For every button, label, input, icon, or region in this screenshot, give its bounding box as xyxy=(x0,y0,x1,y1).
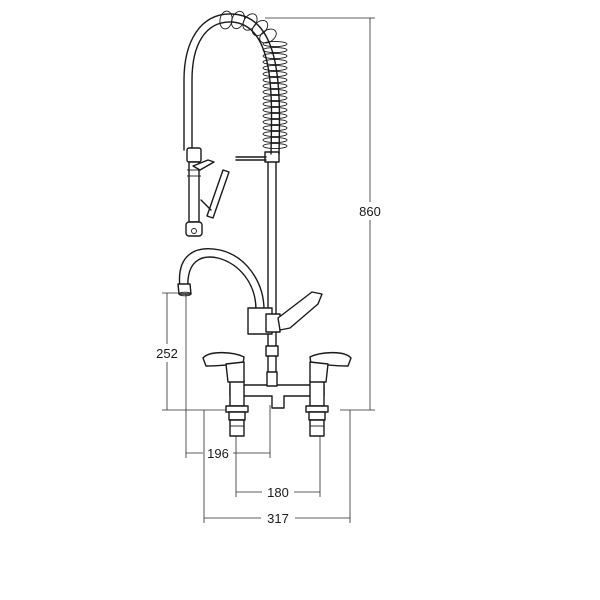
pre-rinse-lever xyxy=(277,291,323,331)
riser-column xyxy=(235,151,280,393)
dimension-label-252: 252 xyxy=(156,346,178,361)
spring-coil xyxy=(262,52,288,60)
spring-collar xyxy=(264,151,280,163)
spring-coil xyxy=(262,88,288,96)
dimension-label-860: 860 xyxy=(359,204,381,219)
spring-coil xyxy=(262,70,288,78)
hose-spring xyxy=(219,10,288,150)
spring-coil xyxy=(242,13,258,31)
spring-coil xyxy=(262,76,288,84)
right-lever-handle xyxy=(309,351,352,383)
spring-coil xyxy=(251,19,269,37)
spray-trigger-lever xyxy=(206,169,230,219)
left-inlet-tail xyxy=(225,405,249,437)
dimension-252: 252 xyxy=(150,292,228,411)
spring-coil xyxy=(262,46,288,54)
spring-coil xyxy=(262,130,288,138)
spring-coil xyxy=(262,118,288,126)
dimension-196: 196 xyxy=(185,293,271,462)
spring-coil xyxy=(219,10,233,30)
dimension-317: 317 xyxy=(203,410,351,527)
spring-coil xyxy=(262,112,288,120)
dimension-label-180: 180 xyxy=(267,485,289,500)
dimension-label-317: 317 xyxy=(267,511,289,526)
dimension-860: 860 xyxy=(265,17,385,411)
dimension-180: 180 xyxy=(235,435,321,501)
spring-coil xyxy=(262,58,288,66)
spring-coil xyxy=(262,94,288,102)
spring-coil xyxy=(262,100,288,108)
swivel-spout xyxy=(177,248,323,335)
spring-coil xyxy=(262,40,288,48)
dimension-label-196: 196 xyxy=(207,446,229,461)
riser-collar xyxy=(265,345,279,357)
spring-coil xyxy=(262,64,288,72)
spring-coil xyxy=(262,136,288,144)
right-inlet-tail xyxy=(305,405,329,437)
spring-coil xyxy=(262,82,288,90)
left-lever-handle xyxy=(202,351,245,383)
bridge-body xyxy=(229,371,325,409)
spring-coil xyxy=(262,142,288,150)
spring-coil xyxy=(262,124,288,132)
spring-coil xyxy=(262,106,288,114)
spray-head xyxy=(185,147,230,237)
